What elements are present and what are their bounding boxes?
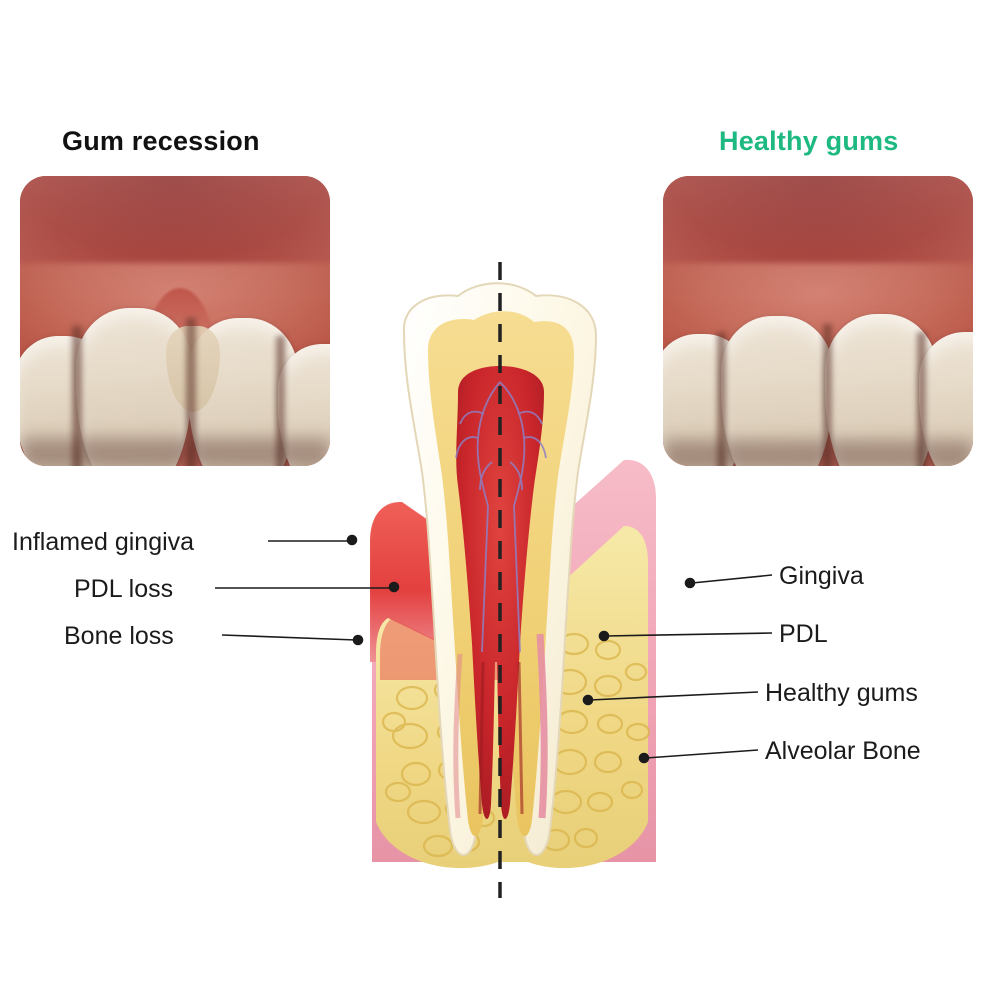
pulp-nerve-network [455,381,547,653]
photo-tooth [919,332,973,466]
interdental-shadow [823,324,832,466]
label-alveolar-bone: Alveolar Bone [765,737,921,765]
interdental-shadow [72,326,82,466]
lower-shadow [663,440,973,466]
photo-gum-recession [20,176,330,466]
interdental-shadow [186,318,196,466]
tooth-cross-section-illustration [252,262,752,912]
panel-heading-right: Healthy gums [719,126,899,156]
gum-gloss [20,176,330,310]
interdental-shadow [276,336,285,466]
label-pdl: PDL [779,620,828,648]
gum-gloss [663,176,973,310]
label-pdl-loss: PDL loss [74,575,174,603]
label-healthy-gums: Healthy gums [765,679,918,707]
photo-tooth [278,344,330,466]
label-gingiva: Gingiva [779,562,864,590]
photo-healthy-gums [663,176,973,466]
label-bone-loss: Bone loss [64,622,174,650]
label-inflamed-gingiva: Inflamed gingiva [12,528,195,556]
root-canals [478,661,524,815]
panel-heading-left: Gum recession [62,126,260,156]
lower-shadow [20,438,330,466]
interdental-shadow [917,332,926,466]
photo-tooth [721,316,833,466]
interdental-shadow [717,332,726,466]
pdl-healthy [536,633,548,819]
pdl-diseased [453,653,463,819]
